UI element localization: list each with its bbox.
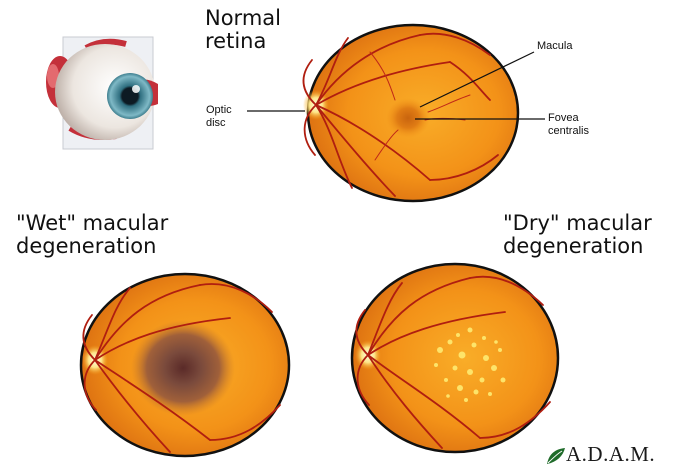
wet-amd-title: "Wet" macular degeneration xyxy=(16,212,168,258)
dry-amd-title: "Dry" macular degeneration xyxy=(503,212,652,258)
optic-disc-line2: disc xyxy=(206,117,232,130)
adam-logo: A.D.A.M. xyxy=(566,442,655,467)
normal-retina-title: Normal retina xyxy=(205,7,281,53)
wet-title-line1: "Wet" macular xyxy=(16,212,168,235)
leaf-icon xyxy=(545,446,567,466)
fovea-line2: centralis xyxy=(548,125,589,138)
dry-title-line1: "Dry" macular xyxy=(503,212,652,235)
fovea-centralis-label: Fovea centralis xyxy=(548,112,589,138)
wet-amd-retina xyxy=(81,274,289,456)
dry-amd-retina xyxy=(352,264,558,452)
fovea-line1: Fovea xyxy=(548,112,589,125)
macula-spot xyxy=(386,98,430,138)
macula-label-text: Macula xyxy=(537,40,572,53)
dry-title-line2: degeneration xyxy=(503,235,652,258)
normal-title-line1: Normal xyxy=(205,7,281,30)
normal-retina xyxy=(303,25,518,201)
normal-title-line2: retina xyxy=(205,30,281,53)
macula-label: Macula xyxy=(537,40,572,53)
eye-model-image xyxy=(46,37,158,149)
wet-title-line2: degeneration xyxy=(16,235,168,258)
optic-disc-label: Optic disc xyxy=(206,104,232,130)
optic-disc-line1: Optic xyxy=(206,104,232,117)
